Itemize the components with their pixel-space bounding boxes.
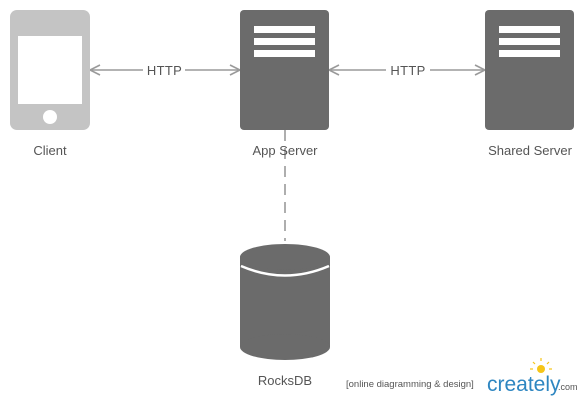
watermark-brand: creately: [487, 373, 561, 396]
node-label-app-server: App Server: [252, 143, 318, 158]
node-label-shared-server: Shared Server: [488, 143, 572, 158]
node-client[interactable]: Client: [10, 10, 90, 158]
watermark-tagline: [online diagramming & design]: [346, 379, 474, 390]
lightbulb-icon: [530, 358, 552, 373]
server-icon: [485, 10, 574, 130]
node-label-client: Client: [33, 143, 67, 158]
node-shared-server[interactable]: Shared Server: [485, 10, 574, 158]
mobile-phone-icon: [10, 10, 90, 130]
edge-label-app-shared: HTTP: [390, 63, 425, 78]
creately-watermark: [online diagramming & design] creately .…: [346, 358, 578, 396]
edge-label-client-app: HTTP: [147, 63, 182, 78]
watermark-brand-suffix: .com: [558, 382, 578, 392]
database-cylinder-icon: [240, 244, 330, 360]
node-label-rocksdb: RocksDB: [258, 373, 312, 388]
server-icon: [240, 10, 329, 130]
edge-client-app-server: HTTP: [90, 60, 240, 80]
edge-app-server-shared-server: HTTP: [329, 60, 485, 80]
node-rocksdb[interactable]: RocksDB: [240, 244, 330, 388]
node-app-server[interactable]: App Server: [240, 10, 329, 158]
